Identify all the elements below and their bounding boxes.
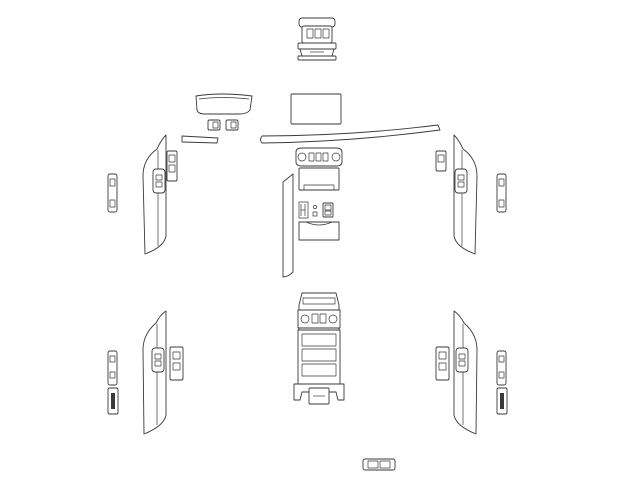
overhead-console-assembly [297,17,337,61]
trunk-switch-trim [362,458,396,471]
mirror-switch-buttons [207,119,239,131]
instrument-cluster-trim [195,93,253,115]
rear-right-door-panel [453,310,478,435]
climate-control-panel [295,147,343,167]
rear-right-lower-strip [496,387,508,415]
rear-left-door-panel [142,310,167,435]
rear-left-lower-strip [107,387,119,415]
rear-right-pillar-strip [496,350,507,386]
rear-left-pillar-strip [107,350,118,386]
gear-selector-trim [298,201,334,219]
center-console-side-strip [282,173,294,278]
cupholder-trim [298,221,340,241]
front-left-window-switch [166,150,178,182]
front-right-door-panel [453,134,478,255]
front-left-door-panel [142,134,167,255]
center-stack-trim [298,167,340,191]
front-right-window-switch [435,150,447,172]
infotainment-screen-trim [290,93,342,125]
rear-left-window-switch [169,346,184,381]
rear-console-assembly [293,292,345,405]
front-right-pillar-strip [496,173,507,213]
rear-right-window-switch [435,346,450,381]
dashboard-left-strip [181,135,219,144]
front-left-pillar-strip [107,173,118,213]
dashboard-main-strip [260,124,441,144]
